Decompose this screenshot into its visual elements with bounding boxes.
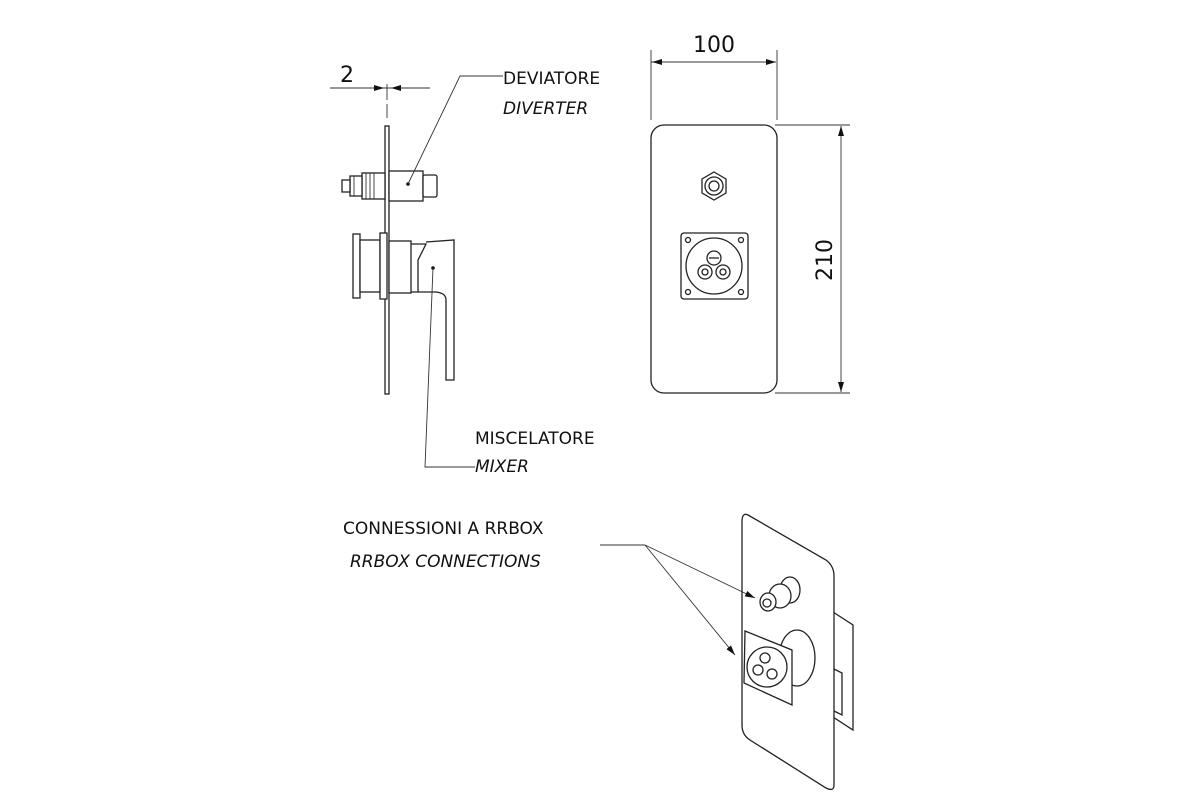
dimension-width: 100	[693, 33, 735, 58]
label-miscelatore: MISCELATORE	[475, 429, 595, 449]
side-view: 2 DEVIATORE DIVERTER MISCELATORE	[330, 63, 600, 477]
label-rrbox-connections: RRBOX CONNECTIONS	[350, 552, 541, 572]
label-deviatore: DEVIATORE	[503, 69, 600, 89]
label-connessioni: CONNESSIONI A RRBOX	[343, 519, 544, 539]
isometric-view: CONNESSIONI A RRBOX RRBOX CONNECTIONS	[343, 513, 854, 791]
front-view: 100 210	[650, 33, 850, 394]
thickness-dimension: 2	[330, 63, 430, 118]
diverter-knob-iso	[759, 576, 801, 612]
mixer-cartridge-iso	[743, 629, 816, 707]
dimension-thickness: 2	[340, 63, 354, 88]
diverter-knob-front	[701, 171, 727, 201]
label-mixer: MIXER	[475, 457, 529, 477]
mixer-side	[352, 232, 455, 381]
diverter-leader-line	[407, 75, 503, 185]
label-diverter: DIVERTER	[503, 99, 588, 119]
diverter-side	[341, 170, 438, 202]
mixer-leader-line	[424, 267, 475, 468]
mixer-cartridge-front	[680, 232, 749, 300]
dimension-height: 210	[813, 239, 838, 281]
